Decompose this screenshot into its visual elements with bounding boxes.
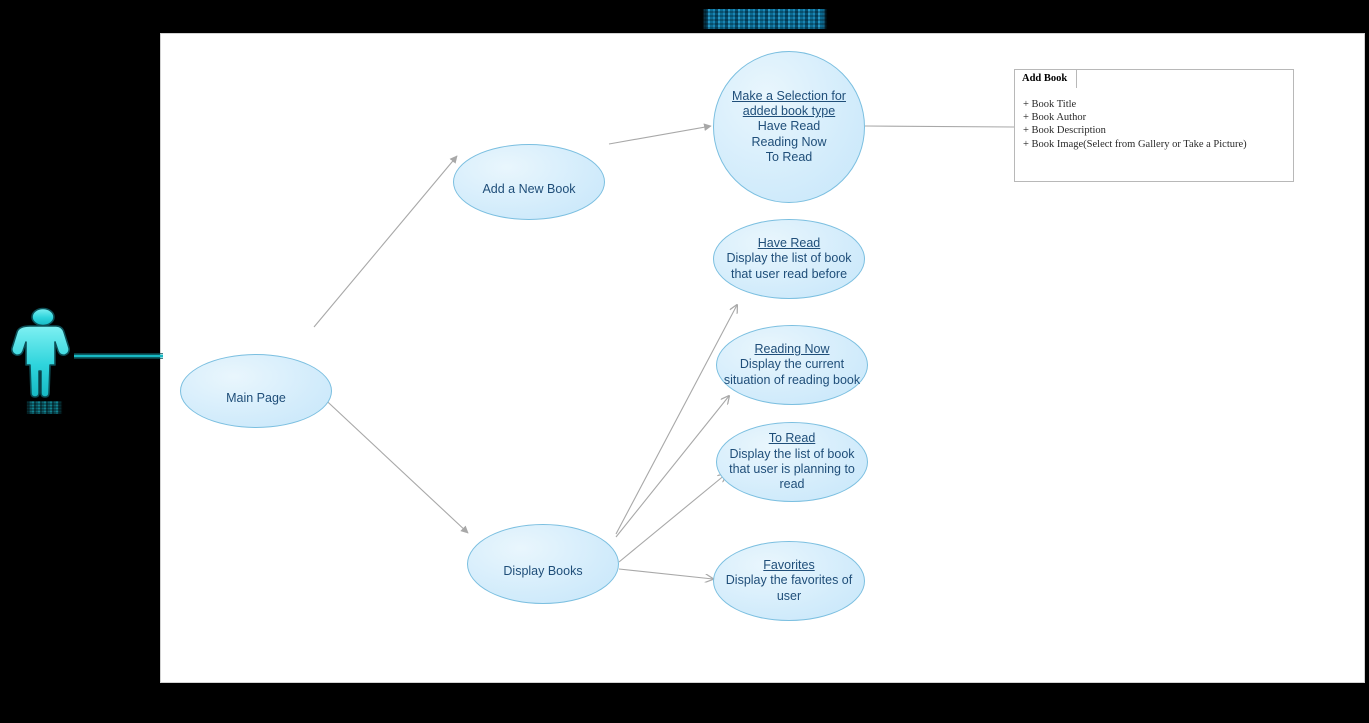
diagram-canvas[interactable]: Main Page Add a New Book Display Books M… bbox=[160, 33, 1365, 683]
usecase-reading-now-desc: Display the current situation of reading… bbox=[723, 357, 861, 387]
connector-make-a-selection-to-class-add-book bbox=[864, 125, 1015, 128]
class-box-add-book[interactable]: Add Book + Book Title + Book Author + Bo… bbox=[1014, 69, 1294, 182]
connector-main-page-to-display-books bbox=[315, 390, 469, 534]
usecase-main-page[interactable]: Main Page bbox=[180, 354, 332, 428]
actor-group[interactable] bbox=[8, 305, 78, 415]
class-attribute-row: + Book Author bbox=[1023, 112, 1087, 124]
actor-icon[interactable] bbox=[8, 305, 78, 401]
usecase-favorites-title: Favorites bbox=[763, 558, 815, 573]
class-box-add-book-attributes: + Book Title + Book Author + Book Descri… bbox=[1015, 92, 1255, 157]
diagram-canvas-inner: Main Page Add a New Book Display Books M… bbox=[161, 34, 1364, 682]
usecase-reading-now-title: Reading Now bbox=[754, 342, 830, 357]
class-attribute-row: + Book Image(Select from Gallery or Take… bbox=[1023, 138, 1247, 150]
connector-add-a-new-book-to-make-a-selection bbox=[608, 123, 712, 145]
connector-display-books-to-favorites bbox=[618, 568, 713, 579]
usecase-add-a-new-book-label: Add a New Book bbox=[478, 167, 579, 198]
class-attribute-row: + Book Description bbox=[1023, 125, 1106, 137]
usecase-have-read-title: Have Read bbox=[757, 236, 821, 251]
class-attribute-row: + Book Title bbox=[1023, 99, 1077, 110]
usecase-to-read-desc: Display the list of book that user is pl… bbox=[729, 446, 855, 492]
usecase-have-read-desc: Display the list of book that user read … bbox=[726, 251, 852, 281]
usecase-display-books-title: Display Books bbox=[503, 564, 583, 578]
usecase-make-a-selection-desc: Have Read Reading Now To Read bbox=[751, 119, 827, 164]
usecase-make-a-selection-title: Make a Selection for added book type bbox=[732, 88, 846, 119]
connector-layer bbox=[313, 123, 1015, 684]
class-box-add-book-name: Add Book bbox=[1014, 69, 1078, 88]
usecase-main-page-title: Main Page bbox=[226, 391, 286, 405]
diagram-title bbox=[700, 9, 830, 29]
usecase-add-a-new-book[interactable]: Add a New Book bbox=[453, 144, 605, 220]
usecase-display-books[interactable]: Display Books bbox=[467, 524, 619, 604]
usecase-display-books-label: Display Books bbox=[499, 549, 586, 580]
usecase-main-page-label: Main Page bbox=[222, 376, 290, 407]
connector-main-page-to-add-a-new-book bbox=[313, 155, 458, 328]
usecase-to-read-title: To Read bbox=[768, 431, 816, 446]
actor-label bbox=[24, 401, 64, 414]
usecase-add-a-new-book-title: Add a New Book bbox=[482, 182, 576, 196]
connector-display-books-to-to-read bbox=[618, 474, 726, 563]
usecase-favorites-desc: Display the favorites of user bbox=[725, 573, 853, 603]
connector-display-books-to-reading-now bbox=[615, 396, 729, 538]
connector-display-books-to-have-read bbox=[615, 305, 737, 535]
